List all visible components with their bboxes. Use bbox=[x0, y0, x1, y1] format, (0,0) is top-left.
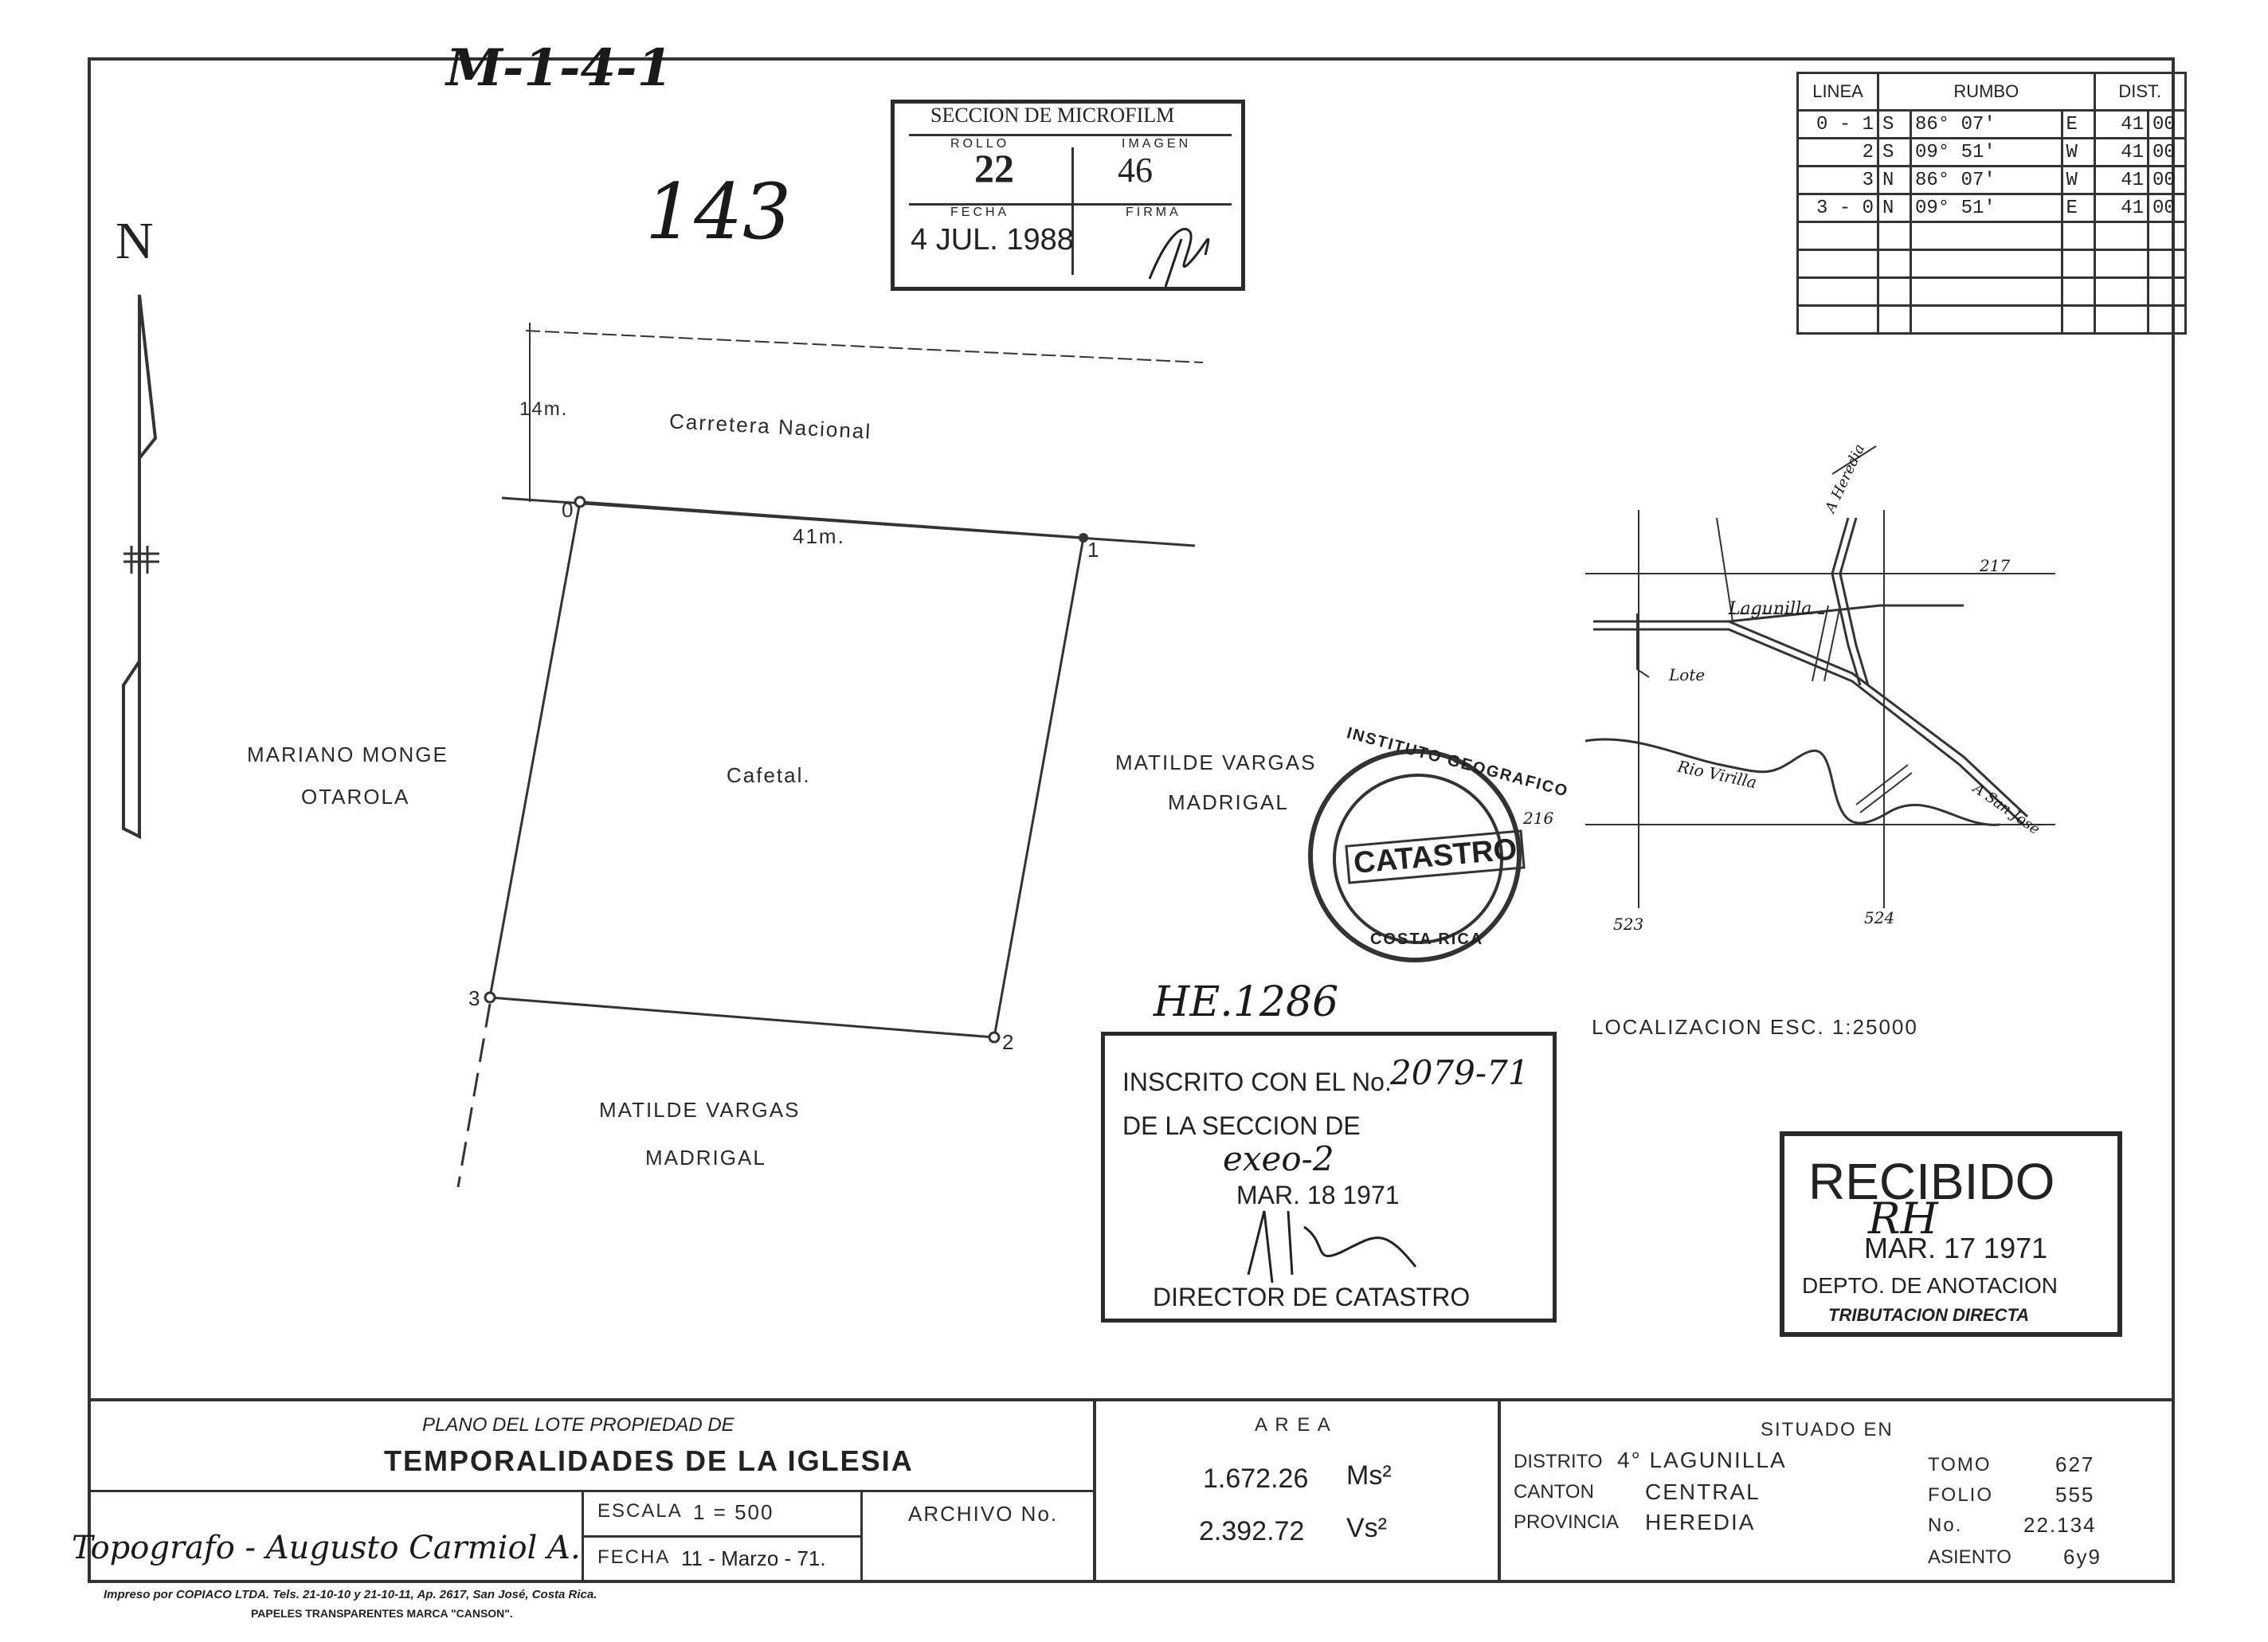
asiento-label: ASIENTO bbox=[1928, 1546, 2011, 1568]
imagen-value: 46 bbox=[1118, 151, 1153, 190]
canton-value: CENTRAL bbox=[1645, 1479, 1761, 1504]
area-ms-unit: Ms² bbox=[1346, 1460, 1392, 1491]
vertex-0-label: 0 bbox=[562, 498, 575, 522]
lot-use-label: Cafetal. bbox=[727, 763, 811, 787]
vertex-2-label: 2 bbox=[1002, 1030, 1016, 1054]
microfilm-stamp: SECCION DE MICROFILM ROLLO 22 IMAGEN 46 … bbox=[891, 100, 1245, 291]
rollo-label: ROLLO bbox=[950, 137, 1010, 151]
inscrito-line2: DE LA SECCION DE bbox=[1122, 1111, 1361, 1140]
road-width-label: 14m. bbox=[519, 398, 569, 420]
table-row: 2 S 09° 51' W 41 00 bbox=[1796, 137, 2187, 167]
map-lote: Lote bbox=[1669, 665, 1706, 684]
provincia-label: PROVINCIA bbox=[1514, 1511, 1620, 1533]
area-ms-value: 1.672.26 bbox=[1203, 1464, 1309, 1494]
catastro-seal: INSTITUTO GEOGRAFICO CATASTRO COSTA RICA bbox=[1308, 724, 1571, 962]
folio-value: 555 bbox=[2055, 1483, 2095, 1507]
firma-label: FIRMA bbox=[1126, 206, 1181, 219]
col-dist: DIST. bbox=[2093, 72, 2188, 112]
map-grid-216: 216 bbox=[1523, 809, 1554, 828]
north-label: N bbox=[116, 212, 154, 270]
drawing-frame bbox=[88, 57, 2175, 1583]
side-length-label: 41m. bbox=[793, 524, 845, 548]
vertex-3-label: 3 bbox=[468, 986, 482, 1010]
printer-line2: PAPELES TRANSPARENTES MARCA "CANSON". bbox=[251, 1607, 513, 1620]
handwritten-reference: M-1-4-1 bbox=[446, 38, 673, 98]
provincia-value: HEREDIA bbox=[1645, 1510, 1756, 1534]
map-lagunilla: Lagunilla bbox=[1729, 599, 1812, 619]
plano-label: PLANO DEL LOTE PROPIEDAD DE bbox=[422, 1414, 734, 1436]
recibido-dept: DEPTO. DE ANOTACION bbox=[1802, 1273, 2058, 1298]
rumbo-table: LINEA RUMBO DIST. 0 - 1 S 86° 07' E 41 0… bbox=[1796, 72, 2188, 335]
seal-bottom-text: COSTA RICA bbox=[1370, 931, 1484, 948]
area-vs-value: 2.392.72 bbox=[1199, 1516, 1305, 1546]
neighbor-south-line2: MADRIGAL bbox=[645, 1146, 766, 1170]
rollo-value: 22 bbox=[974, 146, 1014, 190]
lot-plan-drawing bbox=[456, 323, 1204, 1188]
location-map bbox=[1585, 445, 2055, 908]
fecha-value: 11 - Marzo - 71. bbox=[681, 1546, 826, 1570]
inscrito-section: exeo-2 bbox=[1223, 1139, 1334, 1178]
fecha-label: FECHA bbox=[597, 1546, 671, 1568]
escala-label: ESCALA bbox=[597, 1500, 683, 1522]
surveyor-signature: Topografo - Augusto Carmiol A. bbox=[72, 1530, 581, 1566]
no-value: 22.134 bbox=[2023, 1513, 2097, 1537]
map-grid-524: 524 bbox=[1864, 908, 1895, 927]
distrito-label: DISTRITO bbox=[1514, 1451, 1603, 1472]
no-label: No. bbox=[1928, 1515, 1963, 1536]
inscrito-number: 2079-71 bbox=[1390, 1053, 1530, 1092]
area-vs-unit: Vs² bbox=[1346, 1513, 1387, 1543]
inscrito-stamp: INSCRITO CON EL No. 2079-71 DE LA SECCIO… bbox=[1101, 1032, 1557, 1323]
neighbor-south-line1: MATILDE VARGAS bbox=[599, 1098, 801, 1122]
folio-label: FOLIO bbox=[1928, 1484, 1994, 1506]
imagen-label: IMAGEN bbox=[1122, 137, 1192, 151]
inscrito-date: MAR. 18 1971 bbox=[1236, 1181, 1400, 1209]
table-row: 3 N 86° 07' W 41 00 bbox=[1796, 165, 2187, 195]
col-rumbo: RUMBO bbox=[1877, 72, 2096, 112]
recibido-sub: TRIBUTACION DIRECTA bbox=[1828, 1305, 2030, 1325]
firma-signature bbox=[1148, 228, 1210, 288]
location-caption: LOCALIZACION ESC. 1:25000 bbox=[1592, 1015, 1918, 1039]
archivo-label: ARCHIVO No. bbox=[908, 1502, 1059, 1526]
inscrito-footer: DIRECTOR DE CATASTRO bbox=[1153, 1283, 1471, 1311]
area-label: A R E A bbox=[1255, 1414, 1332, 1436]
director-signature bbox=[1247, 1210, 1417, 1283]
recibido-initials: RH bbox=[1868, 1193, 1938, 1244]
canton-label: CANTON bbox=[1514, 1481, 1594, 1503]
neighbor-west-line1: MARIANO MONGE bbox=[247, 743, 449, 766]
asiento-value: 6y9 bbox=[2063, 1545, 2102, 1569]
map-grid-523: 523 bbox=[1613, 915, 1644, 934]
distrito-value: 4° LAGUNILLA bbox=[1617, 1448, 1787, 1472]
tomo-label: TOMO bbox=[1928, 1454, 1992, 1475]
fecha-label: FECHA bbox=[950, 206, 1010, 219]
handwritten-number: 143 bbox=[645, 167, 792, 257]
recibido-date: MAR. 17 1971 bbox=[1864, 1232, 2048, 1264]
microfilm-title: SECCION DE MICROFILM bbox=[930, 104, 1175, 127]
fecha-value: 4 JUL. 1988 bbox=[911, 223, 1074, 257]
inscrito-line1: INSCRITO CON EL No. bbox=[1122, 1068, 1392, 1096]
title-block: PLANO DEL LOTE PROPIEDAD DE TEMPORALIDAD… bbox=[72, 1398, 2175, 1583]
tomo-value: 627 bbox=[2055, 1452, 2095, 1476]
recibido-stamp: RECIBIDO RH MAR. 17 1971 DEPTO. DE ANOTA… bbox=[1780, 1131, 2122, 1337]
col-linea: LINEA bbox=[1796, 72, 1879, 112]
escala-value: 1 = 500 bbox=[693, 1500, 774, 1524]
map-grid-217: 217 bbox=[1980, 556, 2011, 575]
neighbor-west-line2: OTAROLA bbox=[301, 785, 410, 809]
north-arrow-icon bbox=[122, 294, 159, 840]
situado-label: SITUADO EN bbox=[1761, 1419, 1894, 1440]
neighbor-east-line1: MATILDE VARGAS bbox=[1115, 750, 1317, 774]
he-number: HE.1286 bbox=[1154, 978, 1339, 1026]
vertex-1-label: 1 bbox=[1087, 538, 1101, 562]
table-row: 0 - 1 S 86° 07' E 41 00 bbox=[1796, 109, 2187, 139]
recibido-title: RECIBIDO bbox=[1808, 1153, 2055, 1210]
neighbor-east-line2: MADRIGAL bbox=[1168, 790, 1289, 814]
table-row: 3 - 0 N 09° 51' E 41 00 bbox=[1796, 193, 2187, 223]
owner-name: TEMPORALIDADES DE LA IGLESIA bbox=[384, 1444, 914, 1477]
printer-line1: Impreso por COPIACO LTDA. Tels. 21-10-10… bbox=[104, 1588, 597, 1601]
